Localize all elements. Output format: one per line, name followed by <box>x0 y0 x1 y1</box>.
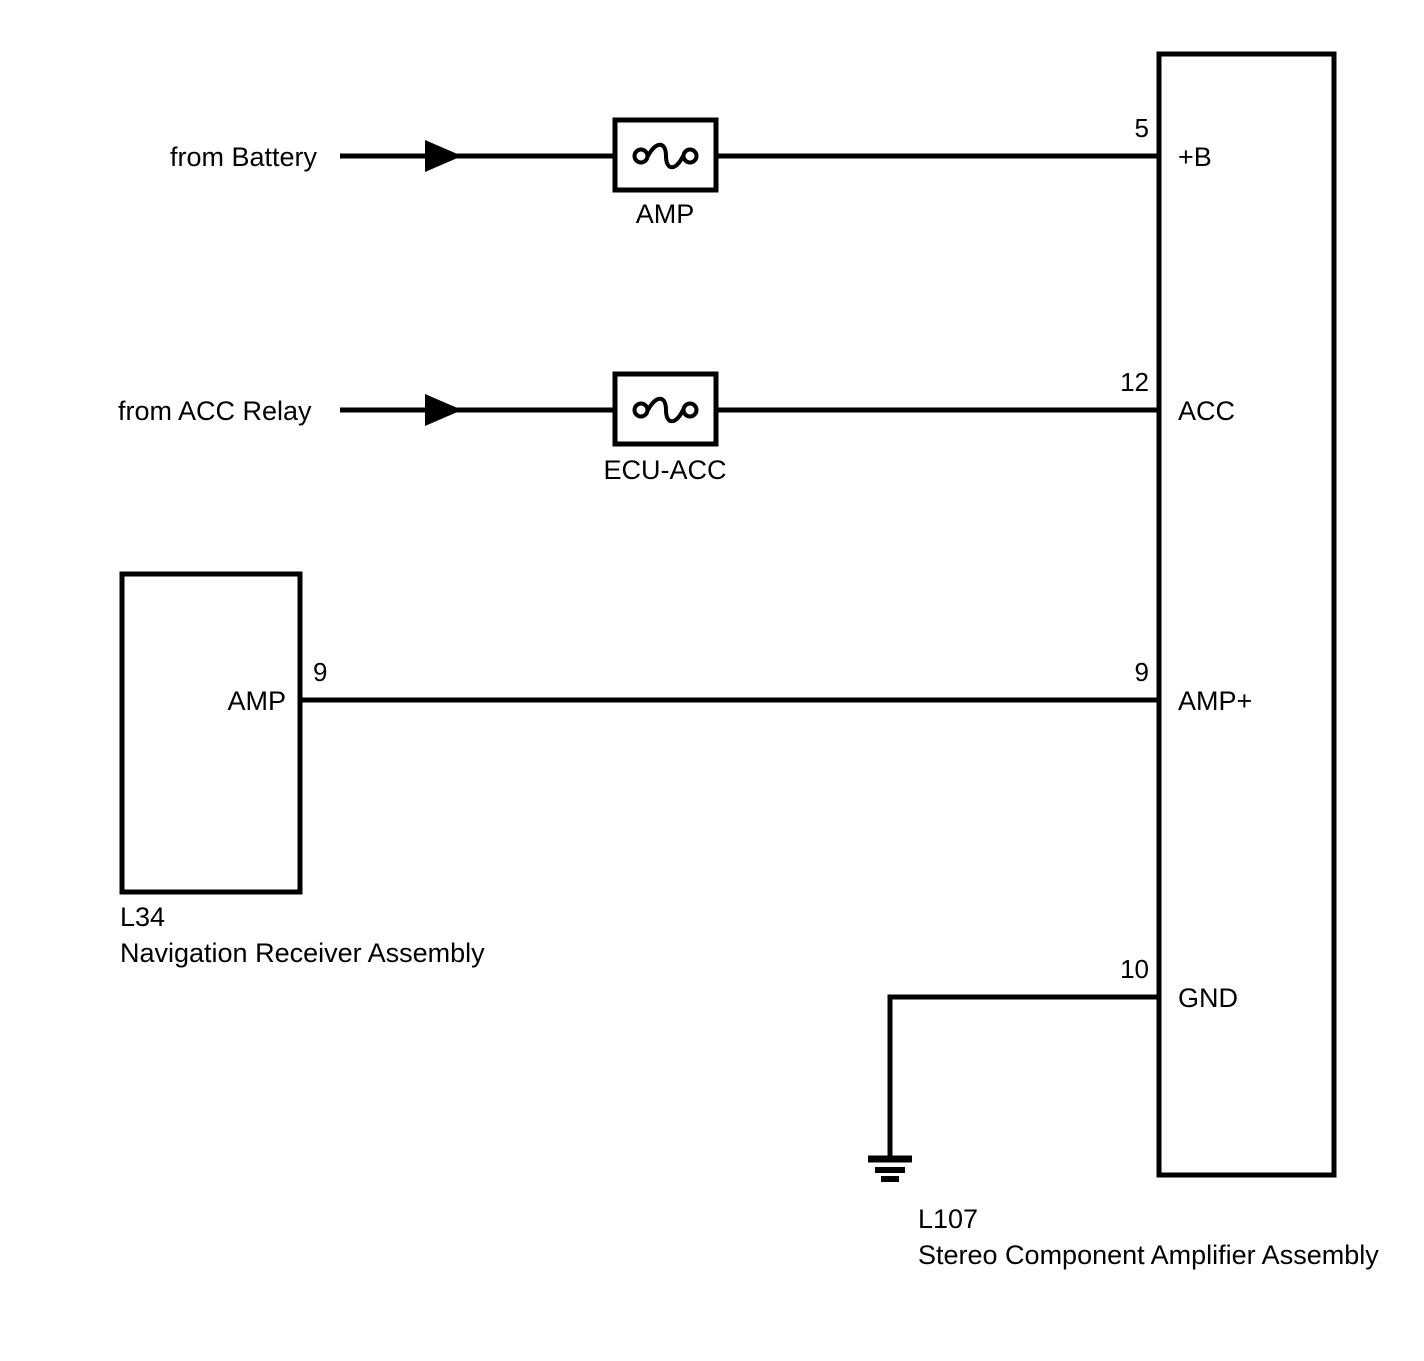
amplifier-terminal-plus-b-label: +B <box>1178 142 1212 172</box>
battery-source-label: from Battery <box>170 142 318 172</box>
ground-circuit <box>868 994 1159 1182</box>
acc-feed-circuit <box>340 371 1159 447</box>
ecu-acc-fuse-label: ECU-ACC <box>603 455 727 485</box>
stereo-amplifier-name: Stereo Component Amplifier Assembly <box>918 1240 1379 1270</box>
ground-wire <box>887 994 1159 1158</box>
flow-arrow-icon <box>425 394 462 426</box>
amplifier-pin-12-number: 12 <box>1120 367 1149 397</box>
flow-arrow-icon <box>425 140 462 172</box>
battery-feed-circuit <box>340 117 1159 193</box>
navigation-receiver-terminal-label: AMP <box>227 686 286 716</box>
amplifier-pin-10-number: 10 <box>1120 954 1149 984</box>
navigation-receiver-pin-9-number: 9 <box>313 657 328 687</box>
fuse-icon <box>632 142 699 170</box>
stereo-amplifier-code: L107 <box>918 1204 979 1234</box>
amplifier-pin-9-number: 9 <box>1134 657 1149 687</box>
amplifier-terminal-acc-label: ACC <box>1178 396 1236 426</box>
amp-fuse-label: AMP <box>635 199 695 229</box>
stereo-amplifier-box <box>1156 51 1337 1178</box>
ground-icon <box>868 1155 912 1182</box>
acc-relay-source-label: from ACC Relay <box>118 396 312 426</box>
navigation-receiver-code: L34 <box>120 902 166 932</box>
amplifier-terminal-amp-plus-label: AMP+ <box>1178 686 1253 716</box>
navigation-receiver-box <box>119 571 303 895</box>
fuse-icon <box>632 396 699 424</box>
amplifier-terminal-gnd-label: GND <box>1178 983 1238 1013</box>
navigation-receiver-name: Navigation Receiver Assembly <box>120 938 485 968</box>
amplifier-pin-5-number: 5 <box>1134 113 1149 143</box>
